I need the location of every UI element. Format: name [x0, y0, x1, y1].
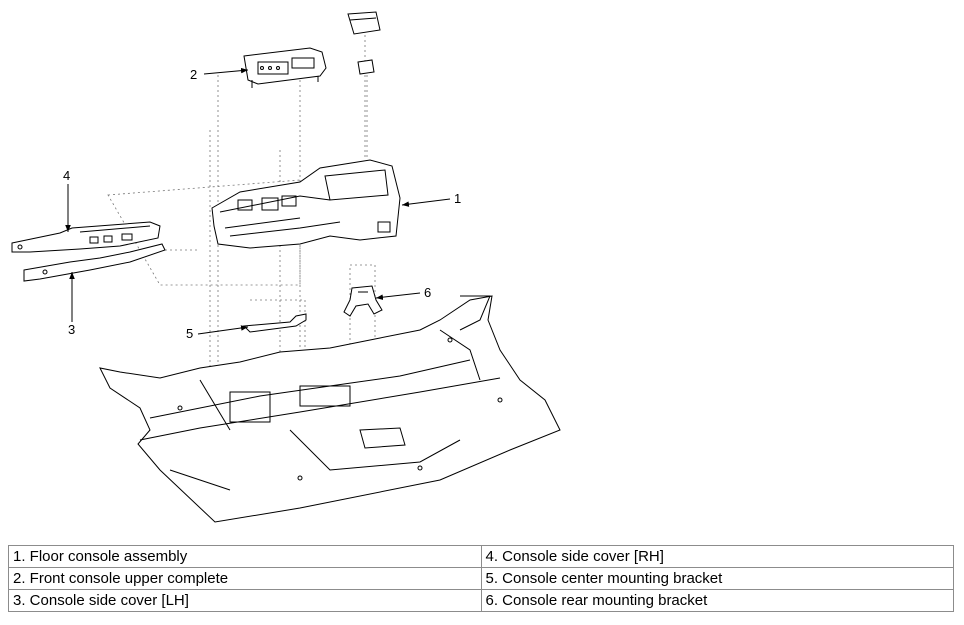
- floor-carpet: [99, 295, 561, 523]
- callout-6: 6: [424, 285, 431, 300]
- leader-5: [197, 325, 249, 335]
- legend-item-2: 2. Front console upper complete: [8, 567, 482, 590]
- leader-2: [203, 67, 249, 75]
- legend-item-3: 3. Console side cover [LH]: [8, 589, 482, 612]
- console-side-cover-rh: [11, 221, 161, 253]
- legend-item-6: 6. Console rear mounting bracket: [480, 589, 954, 612]
- legend-item-4: 4. Console side cover [RH]: [480, 545, 954, 568]
- floor-console-assembly: [211, 159, 401, 249]
- callout-leaders: [65, 67, 451, 335]
- exploded-view-diagram: 1 2 3 4 5 6: [11, 11, 561, 523]
- leader-6: [375, 292, 421, 300]
- leader-1: [401, 198, 451, 207]
- callout-5: 5: [186, 326, 193, 341]
- callout-4: 4: [63, 168, 70, 183]
- legend-row: 2. Front console upper complete 5. Conso…: [8, 567, 954, 590]
- legend-row: 3. Console side cover [LH] 6. Console re…: [8, 589, 954, 612]
- legend-item-5: 5. Console center mounting bracket: [480, 567, 954, 590]
- console-rear-mounting-bracket: [343, 285, 383, 317]
- callout-2: 2: [190, 67, 197, 82]
- console-side-cover-lh: [23, 243, 166, 282]
- callout-1: 1: [454, 191, 461, 206]
- parts-legend-table: 1. Floor console assembly 4. Console sid…: [8, 545, 954, 612]
- legend-item-1: 1. Floor console assembly: [8, 545, 482, 568]
- console-center-mounting-bracket: [242, 313, 307, 333]
- storage-tray: [347, 11, 381, 75]
- callout-3: 3: [68, 322, 75, 337]
- front-console-upper: [243, 47, 327, 88]
- legend-row: 1. Floor console assembly 4. Console sid…: [8, 545, 954, 568]
